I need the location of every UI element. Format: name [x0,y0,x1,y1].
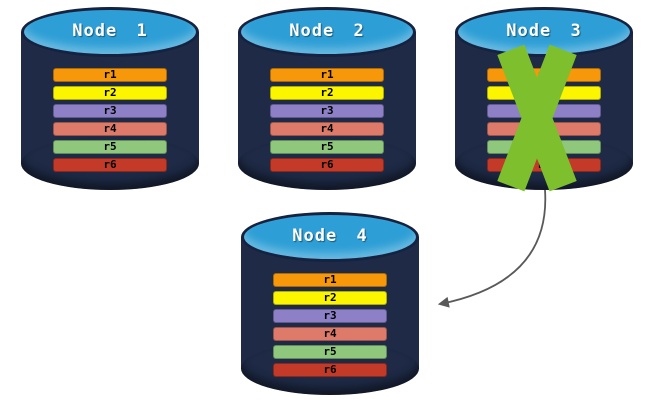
node-2-rows: r1 r2 r3 r4 r5 r6 [270,68,384,172]
node-4-label: Node 4 [292,226,368,246]
row-r2: r2 [53,86,167,100]
node-1-cylinder: Node 1 r1 r2 r3 r4 r5 r6 [21,7,199,190]
row-r1: r1 [270,68,384,82]
node-4-cylinder: Node 4 r1 r2 r3 r4 r5 r6 [241,212,419,395]
row-r3: r3 [270,104,384,118]
row-r4: r4 [273,327,387,341]
row-r5: r5 [53,140,167,154]
node-1-rows: r1 r2 r3 r4 r5 r6 [53,68,167,172]
cylinder-top [455,7,633,57]
row-r2: r2 [270,86,384,100]
row-r5: r5 [273,345,387,359]
row-r3: r3 [53,104,167,118]
node-2-cylinder: Node 2 r1 r2 r3 r4 r5 r6 [238,7,416,190]
row-r2: r2 [273,291,387,305]
row-r1: r1 [53,68,167,82]
row-r6: r6 [53,158,167,172]
row-r6: r6 [273,363,387,377]
node-1-label: Node 1 [72,21,148,41]
node-3-label: Node 3 [506,21,582,41]
node-2-label: Node 2 [289,21,365,41]
arrow-curve [437,189,547,308]
node-4-rows: r1 r2 r3 r4 r5 r6 [273,273,387,377]
row-r1: r1 [273,273,387,287]
failure-x-icon [494,44,580,192]
row-r4: r4 [53,122,167,136]
cylinder-top [241,212,419,262]
row-r5: r5 [270,140,384,154]
row-r3: r3 [273,309,387,323]
cylinder-top [238,7,416,57]
row-r6: r6 [270,158,384,172]
row-r4: r4 [270,122,384,136]
cylinder-top [21,7,199,57]
